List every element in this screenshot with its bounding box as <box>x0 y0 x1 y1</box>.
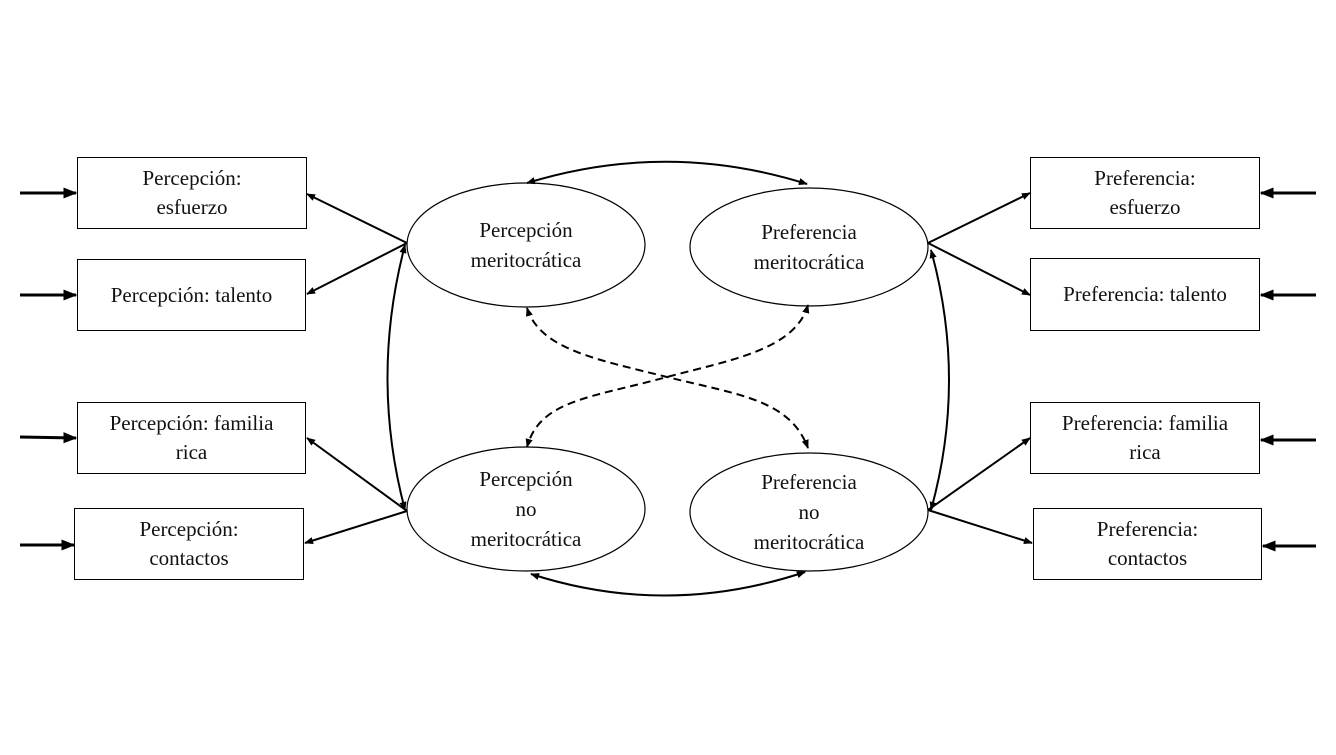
covariance-dashed-perc-merit-to-pref-nonmerit <box>525 307 809 449</box>
factor-label-preference-nonmeritocratic: Preferencia no meritocrática <box>690 453 928 571</box>
loading-arrow-perc-talento <box>306 242 408 295</box>
factor-label-text: Preferencia no meritocrática <box>753 470 865 554</box>
factor-label-text: Percepción meritocrática <box>470 218 582 272</box>
indicator-box-perception-familia: Percepción: familia rica <box>77 402 306 474</box>
indicator-label: Percepción: familia rica <box>109 411 274 464</box>
indicator-label: Percepción: esfuerzo <box>142 166 242 219</box>
indicator-label: Percepción: contactos <box>139 517 239 570</box>
factor-ellipse-preference-nonmeritocratic <box>689 452 929 572</box>
loading-arrow-pref-esfuerzo <box>927 192 1031 244</box>
indicator-box-perception-contactos: Percepción: contactos <box>74 508 304 580</box>
loading-arrow-perc-esfuerzo <box>306 193 408 244</box>
indicator-label: Preferencia: contactos <box>1096 517 1199 570</box>
covariance-dashed-pref-merit-to-perc-nonmerit <box>525 304 810 448</box>
indicator-label: Preferencia: familia rica <box>1061 411 1229 464</box>
loading-arrow-pref-talento <box>927 242 1031 296</box>
covariance-left <box>386 244 407 511</box>
factor-label-text: Percepción no meritocrática <box>470 467 582 551</box>
loading-arrow-perc-familia <box>306 437 408 512</box>
covariance-top <box>526 160 808 186</box>
indicator-label: Percepción: talento <box>110 282 273 307</box>
indicator-label: Preferencia: talento <box>1063 282 1227 306</box>
indicator-box-preference-esfuerzo: Preferencia: esfuerzo <box>1030 157 1260 229</box>
indicator-box-preference-familia: Preferencia: familia rica <box>1030 402 1260 474</box>
factor-label-text: Preferencia meritocrática <box>753 220 865 274</box>
covariance-bottom <box>530 571 806 597</box>
indicator-box-perception-talento: Percepción: talento <box>77 259 306 331</box>
factor-label-perception-meritocratic: Percepción meritocrática <box>407 183 645 307</box>
factor-label-preference-meritocratic: Preferencia meritocrática <box>690 188 928 306</box>
indicator-label: Preferencia: esfuerzo <box>1094 166 1196 219</box>
covariance-right <box>929 249 950 511</box>
error-arrow-perc-familia <box>19 432 78 444</box>
indicator-box-preference-talento: Preferencia: talento <box>1030 258 1260 331</box>
indicator-box-perception-esfuerzo: Percepción: esfuerzo <box>77 157 307 229</box>
factor-label-perception-nonmeritocratic: Percepción no meritocrática <box>407 447 645 571</box>
loading-arrow-pref-contactos <box>927 509 1033 544</box>
indicator-box-preference-contactos: Preferencia: contactos <box>1033 508 1262 580</box>
loading-arrow-pref-familia <box>927 437 1031 511</box>
loading-arrow-perc-contactos <box>304 510 408 545</box>
